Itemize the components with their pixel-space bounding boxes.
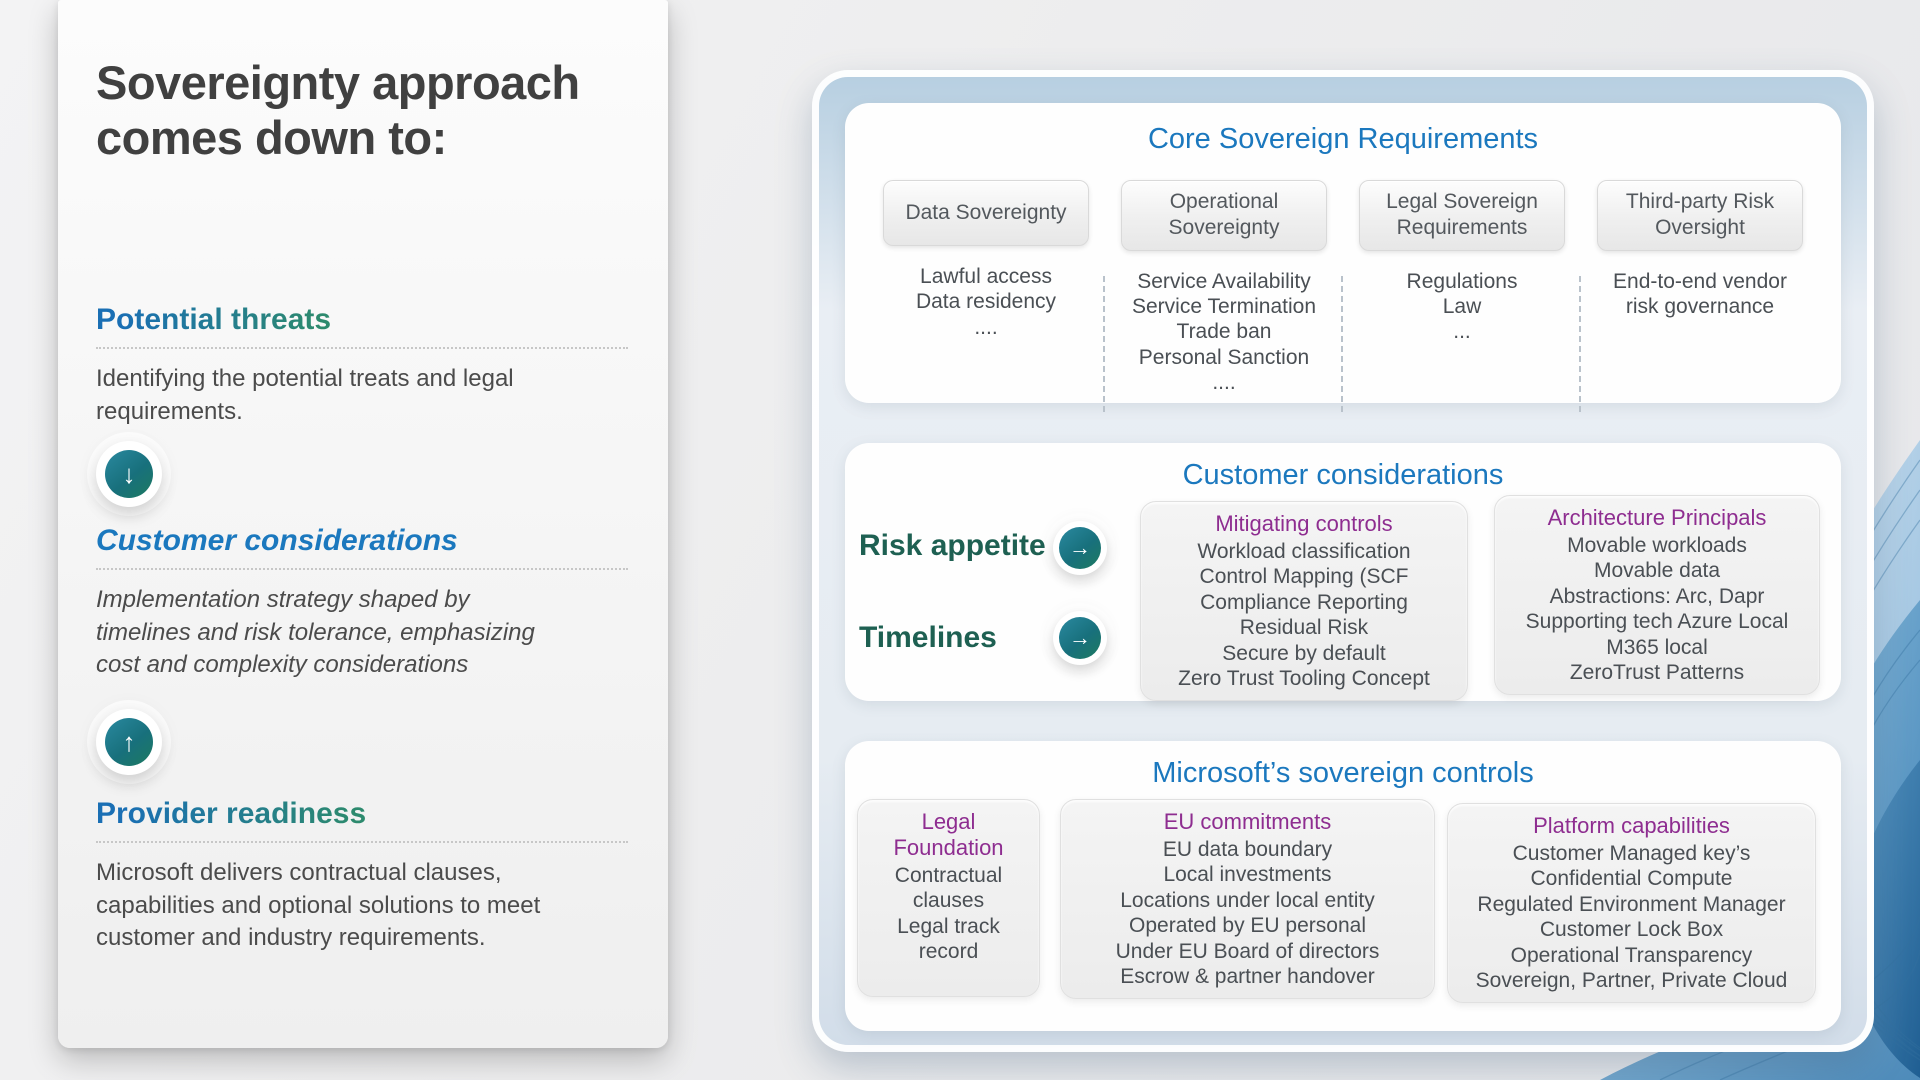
list-item: Escrow & partner handover <box>1120 965 1375 989</box>
customer-considerations-heading: Customer considerations <box>96 524 458 558</box>
provider-readiness-body: Microsoft delivers contractual clauses, … <box>96 859 541 952</box>
mitigating-controls-title: Mitigating controls <box>1215 511 1393 536</box>
data-sovereignty-box: Data Sovereignty <box>883 180 1089 246</box>
core-panel-title: Core Sovereign Requirements <box>1147 123 1539 155</box>
list-item: End-to-end vendor risk governance <box>1613 269 1787 318</box>
legal-foundation-title: Legal Foundation <box>893 809 1004 860</box>
list-item: Personal Sanction <box>1138 345 1310 369</box>
legal-sovereign-requirements-box: Legal Sovereign Requirements <box>1359 180 1565 251</box>
list-item: Regulations <box>1406 269 1518 293</box>
list-item: Secure by default <box>1222 641 1386 665</box>
right-arrow-icon: → <box>1059 527 1101 569</box>
mitigating-controls-box: Mitigating controls Workload classificat… <box>1140 501 1468 702</box>
list-item: Operated by EU personal <box>1129 914 1366 938</box>
list-item: Residual Risk <box>1239 616 1369 640</box>
customer-panel-title: Customer considerations <box>1182 459 1504 491</box>
platform-capabilities-title: Platform capabilities <box>1533 813 1730 838</box>
customer-considerations-panel: Customer considerations Risk appetite → … <box>845 443 1841 702</box>
slide-title: Sovereignty approach comes down to: <box>96 56 580 164</box>
controls-panel-title: Microsoft’s sovereign controls <box>1152 757 1534 789</box>
list-item: Trade ban <box>1176 320 1272 344</box>
down-arrow-icon: ↓ <box>105 450 153 499</box>
list-item: Customer Managed key’s <box>1512 842 1751 865</box>
list-item: Movable workloads <box>1567 534 1747 557</box>
right-arrow-icon: → <box>1059 617 1101 659</box>
list-item: Law <box>1442 294 1482 318</box>
list-item: Workload classification <box>1197 540 1411 563</box>
eu-commitments-box: EU commitments EU data boundary Local in… <box>1060 799 1435 1000</box>
up-arrow-icon: ↑ <box>105 718 153 767</box>
architecture-principals-box: Architecture Principals Movable workload… <box>1494 495 1820 696</box>
list-item: Under EU Board of directors <box>1115 939 1380 963</box>
list-item: Zero Trust Tooling Concept <box>1178 667 1430 691</box>
column-legal-sovereign-requirements: Legal Sovereign Requirements Regulations… <box>1343 180 1581 412</box>
timelines-arrow-button[interactable]: → <box>1053 611 1107 665</box>
operational-sovereignty-box: Operational Sovereignty <box>1121 180 1327 251</box>
platform-capabilities-box: Platform capabilities Customer Managed k… <box>1447 803 1816 1004</box>
potential-threats-body: Identifying the potential treats and leg… <box>96 364 514 425</box>
column-third-party-risk: Third-party Risk Oversight End-to-end ve… <box>1581 180 1819 396</box>
list-item: Contractual clauses <box>894 864 1003 913</box>
up-arrow-button[interactable]: ↑ <box>96 709 162 776</box>
list-item: Legal track record <box>897 914 1000 964</box>
list-item: Service Availability <box>1137 269 1311 293</box>
list-item: Data residency <box>915 290 1057 314</box>
left-summary-card: Sovereignty approach comes down to: Pote… <box>58 0 668 1048</box>
data-sovereignty-list: Lawful access Data residency .... <box>867 264 1105 340</box>
list-item: Customer Lock Box <box>1539 918 1724 942</box>
potential-threats-heading: Potential threats <box>96 302 332 336</box>
dotted-divider <box>96 568 628 571</box>
list-item: ZeroTrust Patterns <box>1569 661 1745 685</box>
list-item: M365 local <box>1606 635 1708 659</box>
microsoft-sovereign-controls-panel: Microsoft’s sovereign controls Legal Fou… <box>845 741 1841 1031</box>
list-item: Service Termination <box>1131 294 1317 318</box>
down-arrow-button[interactable]: ↓ <box>96 441 162 508</box>
architecture-principals-title: Architecture Principals <box>1547 505 1767 530</box>
list-item: Locations under local entity <box>1120 888 1375 912</box>
section-customer-considerations: Customer considerations Implementation s… <box>96 524 628 776</box>
list-item: Regulated Environment Manager <box>1477 892 1786 916</box>
dotted-divider <box>96 841 628 844</box>
list-item: EU data boundary <box>1162 838 1333 861</box>
section-potential-threats: Potential threats Identifying the potent… <box>96 302 628 508</box>
third-party-risk-list: End-to-end vendor risk governance <box>1610 269 1790 320</box>
dotted-divider <box>96 346 628 349</box>
eu-commitments-title: EU commitments <box>1163 809 1332 834</box>
third-party-risk-box: Third-party Risk Oversight <box>1597 180 1803 251</box>
core-requirements-grid: Data Sovereignty Lawful access Data resi… <box>845 180 1841 412</box>
list-item: Local investments <box>1163 863 1332 887</box>
list-item: Lawful access <box>920 265 1052 288</box>
column-data-sovereignty: Data Sovereignty Lawful access Data resi… <box>867 180 1105 412</box>
list-item: Operational Transparency <box>1510 943 1753 967</box>
core-sovereign-requirements-panel: Core Sovereign Requirements Data Soverei… <box>845 103 1841 412</box>
list-item: Sovereign, Partner, Private Cloud <box>1475 969 1788 993</box>
risk-appetite-label: Risk appetite <box>859 529 1046 562</box>
list-item: ... <box>1453 320 1471 344</box>
list-item: Abstractions: Arc, Dapr <box>1549 584 1765 608</box>
provider-readiness-heading: Provider readiness <box>96 797 367 831</box>
legal-sovereign-requirements-list: Regulations Law ... <box>1343 269 1581 345</box>
section-provider-readiness: Provider readiness Microsoft delivers co… <box>96 797 628 955</box>
list-item: Supporting tech Azure Local <box>1525 610 1789 634</box>
operational-sovereignty-list: Service Availability Service Termination… <box>1105 269 1343 396</box>
column-operational-sovereignty: Operational Sovereignty Service Availabi… <box>1105 180 1343 412</box>
right-diagram-container: Core Sovereign Requirements Data Soverei… <box>812 70 1874 1052</box>
list-item: .... <box>974 315 998 339</box>
list-item: Control Mapping (SCF <box>1199 565 1409 589</box>
list-item: Compliance Reporting <box>1200 590 1408 614</box>
list-item: Confidential Compute <box>1530 867 1733 891</box>
risk-appetite-arrow-button[interactable]: → <box>1053 521 1107 575</box>
timelines-label: Timelines <box>859 621 997 654</box>
customer-considerations-body: Implementation strategy shaped by timeli… <box>96 586 535 679</box>
list-item: Movable data <box>1593 559 1721 583</box>
legal-foundation-box: Legal Foundation Contractual clauses Leg… <box>857 799 1040 997</box>
list-item: .... <box>1212 371 1236 395</box>
